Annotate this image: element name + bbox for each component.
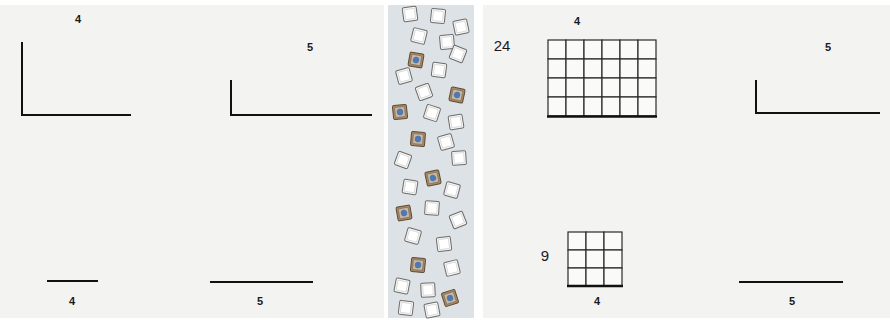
dimension-label-box: 4 <box>574 11 580 29</box>
length-line <box>567 285 623 288</box>
area-label-box: 24 <box>494 37 511 55</box>
dimension-label-box: 5 <box>307 37 313 55</box>
dimension-label-box: 5 <box>257 291 263 309</box>
dimension-label-box: 5 <box>825 37 831 55</box>
dimension-label-box: 4 <box>75 9 81 27</box>
board-panel <box>483 5 890 318</box>
dimension-label: 5 <box>257 295 263 307</box>
area-label: 24 <box>494 37 511 54</box>
length-lines <box>739 80 880 282</box>
square-tiles <box>392 6 469 318</box>
area-label: 9 <box>541 247 549 264</box>
tile-grid-6x4 <box>548 40 656 116</box>
dimension-label: 5 <box>825 41 831 53</box>
dimension-label-box: 4 <box>594 291 600 309</box>
dimension-label: 4 <box>75 13 81 25</box>
length-lines <box>22 42 372 282</box>
dimension-label: 4 <box>69 295 75 307</box>
dimension-label: 5 <box>307 41 313 53</box>
dimension-label: 4 <box>594 295 600 307</box>
dimension-label: 5 <box>789 295 795 307</box>
tile-pile-photo <box>388 5 474 318</box>
board-panel <box>0 5 384 318</box>
tile-grid-3x3 <box>568 232 622 286</box>
dimension-label: 4 <box>574 15 580 27</box>
dimension-label-box: 5 <box>789 291 795 309</box>
dimension-label-box: 4 <box>69 291 75 309</box>
area-label-box: 9 <box>541 247 549 265</box>
length-line <box>547 115 657 118</box>
